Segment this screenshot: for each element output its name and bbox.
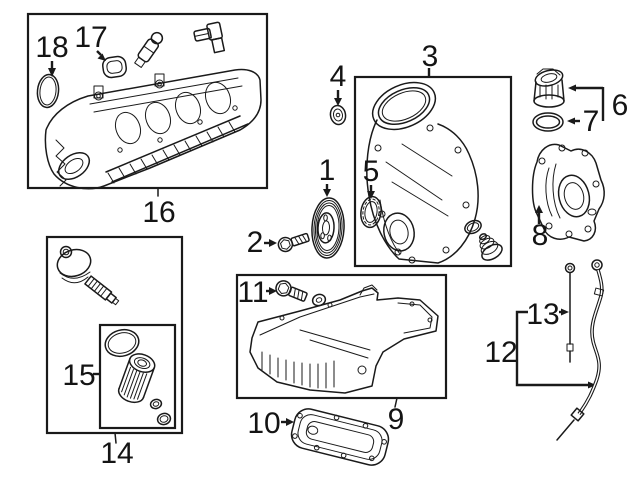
oil-pan-9-drawing xyxy=(249,284,439,394)
callout-7-arrowhead xyxy=(567,117,575,125)
group-box-3 xyxy=(353,75,513,268)
callout-8[interactable]: 8 xyxy=(532,205,549,252)
callout-13-number: 13 xyxy=(526,298,559,331)
callout-10-arrowhead xyxy=(286,418,294,426)
dipstick-13-drawing xyxy=(564,262,576,363)
pulley-bolt-2-drawing xyxy=(277,232,310,253)
crankshaft-seal-5-drawing xyxy=(360,195,382,229)
callout-9[interactable]: 9 xyxy=(388,403,405,436)
callout-17-arrow xyxy=(96,50,102,56)
callout-13-arrowhead xyxy=(561,308,569,316)
sealing-plug-drawing xyxy=(478,233,503,261)
callout-12-bracket xyxy=(515,310,588,387)
callout-8-arrowhead xyxy=(535,205,543,213)
timing-cover-drawing xyxy=(366,81,503,264)
callout-6[interactable]: 6 xyxy=(568,84,629,123)
group-box-9 xyxy=(235,273,448,408)
callout-18[interactable]: 18 xyxy=(35,31,69,77)
callout-13[interactable]: 13 xyxy=(526,298,569,331)
callout-3-number: 3 xyxy=(422,40,439,73)
callout-10-number: 10 xyxy=(247,407,280,440)
group-box-3-frame xyxy=(353,75,513,268)
callout-5-arrowhead xyxy=(367,191,375,199)
callout-14-number: 14 xyxy=(100,437,133,470)
callout-4-arrowhead xyxy=(334,98,342,106)
callout-11-arrowhead xyxy=(269,287,277,295)
callout-14[interactable]: 14 xyxy=(100,437,133,470)
callout-12-arrowhead xyxy=(588,381,596,389)
callout-1-number: 1 xyxy=(319,154,336,187)
callout-17[interactable]: 17 xyxy=(74,21,108,61)
callout-10[interactable]: 10 xyxy=(247,407,294,440)
intake-manifold-drawing xyxy=(44,68,262,190)
seal-4-drawing xyxy=(329,104,347,126)
gasket-17-drawing xyxy=(102,55,127,79)
callout-4-number: 4 xyxy=(330,60,347,93)
oil-filler-cap-drawing xyxy=(533,68,565,108)
callout-5[interactable]: 5 xyxy=(363,155,380,199)
group-box-16 xyxy=(26,12,269,197)
lower-oil-pan-10-drawing xyxy=(290,408,390,466)
callout-15-number: 15 xyxy=(62,359,95,392)
callout-16[interactable]: 16 xyxy=(142,196,175,229)
callout-7[interactable]: 7 xyxy=(567,105,599,138)
group-box-15-frame xyxy=(98,323,177,430)
callout-7-number: 7 xyxy=(583,105,600,138)
group-box-9-frame xyxy=(235,273,448,400)
callout-17-number: 17 xyxy=(74,21,107,54)
callout-1-arrowhead xyxy=(323,189,331,197)
callout-1[interactable]: 1 xyxy=(319,154,336,197)
callout-15[interactable]: 15 xyxy=(62,359,100,392)
callout-2[interactable]: 2 xyxy=(247,226,277,259)
right-angle-sensor-drawing xyxy=(193,21,226,54)
oil-filter-kit-15-drawing xyxy=(104,328,172,426)
callout-17-arrowhead xyxy=(97,53,106,61)
callout-18-number: 18 xyxy=(35,31,68,64)
filler-cap-o-ring-7-drawing xyxy=(532,112,564,132)
callout-11[interactable]: 11 xyxy=(237,276,277,309)
callout-3[interactable]: 3 xyxy=(422,40,439,77)
drain-bolt-11-drawing xyxy=(275,280,308,302)
callout-14-tick xyxy=(114,432,117,444)
callout-6-number: 6 xyxy=(612,89,629,122)
callout-8-number: 8 xyxy=(532,219,549,252)
callout-12[interactable]: 12 xyxy=(484,310,596,389)
callout-9-tick xyxy=(394,397,398,408)
camshaft-sensor-drawing xyxy=(134,31,164,68)
engine-plate-8-drawing xyxy=(531,143,605,242)
callout-4[interactable]: 4 xyxy=(330,60,347,106)
callout-2-number: 2 xyxy=(247,226,264,259)
callout-16-number: 16 xyxy=(142,196,175,229)
callout-5-number: 5 xyxy=(363,155,380,188)
group-box-16-frame xyxy=(26,12,269,190)
callout-6-arrowhead xyxy=(568,84,576,92)
o-ring-18-drawing xyxy=(36,73,60,109)
callout-2-arrowhead xyxy=(269,239,277,247)
callout-11-number: 11 xyxy=(237,276,268,309)
callout-9-number: 9 xyxy=(388,403,405,436)
crankshaft-pulley-drawing xyxy=(311,197,345,259)
oil-filter-cap-drawing xyxy=(56,245,120,306)
dipstick-tube-12-drawing xyxy=(556,259,605,441)
callout-18-arrowhead xyxy=(48,68,56,77)
callout-12-number: 12 xyxy=(484,336,517,369)
group-box-14 xyxy=(45,235,184,444)
